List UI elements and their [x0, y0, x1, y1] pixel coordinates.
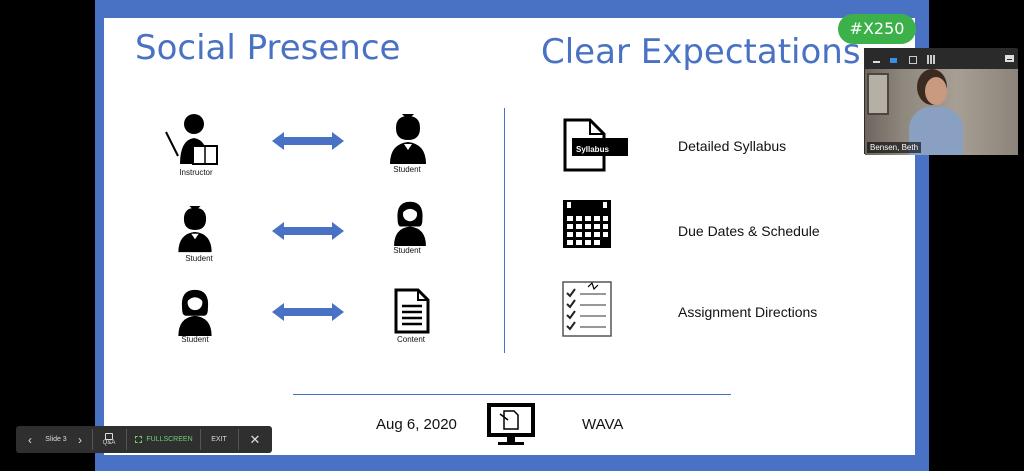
close-icon[interactable]: ✕ [249, 431, 261, 447]
grid-view-icon[interactable] [927, 55, 936, 64]
video-toolbar [865, 49, 1018, 69]
double-arrow-icon [272, 222, 344, 240]
video-window-frame [867, 73, 889, 115]
video-on-icon[interactable] [890, 58, 897, 63]
item-detailed-syllabus: Detailed Syllabus [678, 138, 787, 154]
title-social-presence: Social Presence [135, 28, 401, 68]
checklist-icon [562, 281, 612, 337]
speaker-video[interactable]: Bensen, Beth [864, 48, 1018, 155]
calendar-icon [563, 200, 611, 248]
student-female-icon [178, 289, 212, 336]
hashtag-badge: #X250 [838, 14, 916, 44]
footer-date: Aug 6, 2020 [376, 416, 457, 433]
layout-single-icon[interactable] [909, 56, 917, 64]
student-icon [178, 206, 212, 253]
student-female-icon [394, 201, 426, 246]
slide-indicator: Slide 3 [45, 436, 67, 443]
column-divider [504, 108, 505, 353]
qa-icon [105, 433, 113, 440]
slide: Social Presence Clear Expectations Instr… [104, 18, 915, 455]
instructor-label: Instructor [179, 168, 213, 177]
participant-name: Bensen, Beth [867, 142, 922, 153]
student-label: Student [393, 246, 421, 255]
presentation-controls: ‹ Slide 3 › Q&A FULLSCREEN EXIT ✕ [16, 426, 272, 453]
student-label: Student [181, 335, 209, 344]
separator [200, 429, 201, 450]
video-feed: Bensen, Beth [865, 69, 1018, 155]
content-label: Content [396, 335, 426, 344]
document-icon [394, 288, 430, 334]
fullscreen-button[interactable]: FULLSCREEN [130, 426, 198, 453]
footer-org: WAVA [582, 416, 624, 433]
next-slide-button[interactable]: › [78, 432, 82, 447]
minimize-icon[interactable] [873, 61, 880, 63]
instructor-icon [165, 114, 218, 165]
fullscreen-icon [135, 436, 143, 443]
separator [92, 429, 93, 450]
qa-label: Q&A [102, 440, 116, 446]
syllabus-tag: Syllabus [576, 145, 609, 154]
syllabus-icon [563, 118, 628, 172]
student-label: Student [393, 165, 421, 174]
item-due-dates: Due Dates & Schedule [678, 223, 820, 239]
separator [126, 429, 127, 450]
computer-monitor-icon [487, 403, 535, 445]
student-icon [390, 114, 426, 164]
video-person-head [925, 77, 947, 105]
title-clear-expectations: Clear Expectations [541, 32, 861, 72]
separator [238, 429, 239, 450]
qa-button[interactable]: Q&A [96, 426, 122, 453]
expand-icon[interactable] [1005, 55, 1014, 62]
double-arrow-icon [272, 303, 344, 321]
item-assignment-directions: Assignment Directions [678, 304, 818, 320]
exit-button[interactable]: EXIT [211, 436, 227, 443]
footer-divider [293, 394, 731, 395]
fullscreen-label: FULLSCREEN [146, 436, 193, 443]
student-label: Student [185, 254, 213, 263]
double-arrow-icon [272, 132, 344, 150]
prev-slide-button[interactable]: ‹ [28, 432, 32, 447]
